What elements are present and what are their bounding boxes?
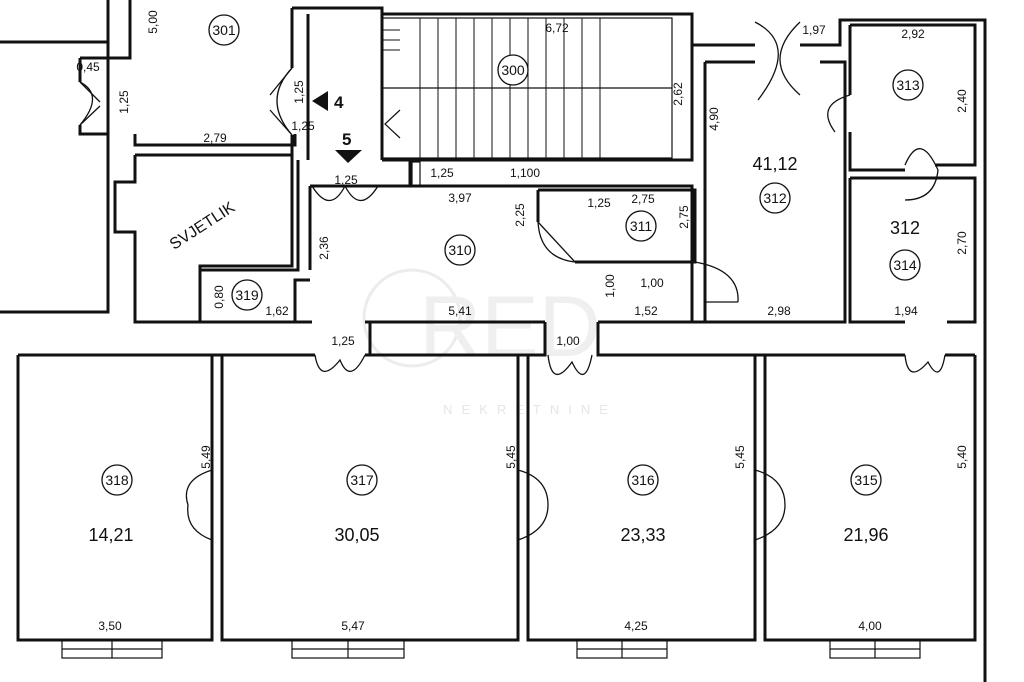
room-311: 311 <box>625 210 657 242</box>
dim-label: 2,36 <box>317 236 331 260</box>
room-314: 312 314 <box>889 218 921 281</box>
staircase <box>381 17 673 187</box>
dim-label: 4,90 <box>707 107 721 131</box>
room-313: 313 <box>892 69 924 101</box>
room-area: 21,96 <box>843 525 888 545</box>
room-number: 312 <box>763 190 787 206</box>
dim-label: 5,49 <box>199 445 213 469</box>
dim-label: 3,97 <box>448 191 472 205</box>
dim-label: 5,00 <box>146 10 160 34</box>
dim-label: 0,45 <box>76 60 100 74</box>
room-300: 300 <box>497 54 529 86</box>
dim-label: 2,92 <box>901 27 925 41</box>
room-317: 317 30,05 <box>334 464 380 545</box>
room-310: 310 <box>444 234 476 266</box>
dim-label: 1,00 <box>640 276 664 290</box>
room-area: 14,21 <box>88 525 133 545</box>
room-number: 310 <box>448 242 472 258</box>
dim-label: 5,47 <box>341 619 365 633</box>
room-number: 319 <box>235 287 259 303</box>
dim-label: 4,00 <box>858 619 882 633</box>
dim-label: 2,40 <box>955 89 969 113</box>
dim-label: 1,25 <box>587 196 611 210</box>
dim-label: 1,25 <box>430 166 454 180</box>
doors <box>79 21 946 541</box>
walls <box>0 0 987 682</box>
dim-label: 1,52 <box>634 304 658 318</box>
dim-label: 2,62 <box>671 82 685 106</box>
room-numbers: 301 300 313 312 41,12 311 310 312 314 31… <box>88 14 924 545</box>
dim-label: 1,94 <box>894 304 918 318</box>
dim-label: 1,97 <box>802 23 826 37</box>
dim-label: 1,100 <box>510 166 540 180</box>
room-312: 312 41,12 <box>752 154 798 214</box>
room-318: 318 14,21 <box>88 464 134 545</box>
room-301: 301 <box>208 14 240 46</box>
room-316: 316 23,33 <box>620 464 666 545</box>
marker-4-label: 4 <box>334 93 344 112</box>
watermark-tagline: NEKRETNINE <box>443 402 617 417</box>
marker-5-label: 5 <box>342 130 351 149</box>
room-label: 312 <box>890 218 920 238</box>
dim-label: 1,00 <box>556 334 580 348</box>
windows <box>61 639 921 659</box>
dim-label: 2,75 <box>677 205 691 229</box>
dim-label: 2,70 <box>955 231 969 255</box>
dim-label: 1,25 <box>291 119 315 133</box>
room-number: 318 <box>105 472 129 488</box>
dim-label: 1,00 <box>603 274 617 298</box>
room-319: 319 <box>231 279 263 311</box>
room-number: 316 <box>631 472 655 488</box>
dim-label: 5,45 <box>733 445 747 469</box>
marker-4-arrow <box>312 91 328 111</box>
room-315: 315 21,96 <box>843 464 889 545</box>
dim-label: 1,25 <box>331 334 355 348</box>
room-number: 314 <box>893 257 917 273</box>
dim-label: 5,45 <box>504 445 518 469</box>
room-area: 30,05 <box>334 525 379 545</box>
room-number: 300 <box>501 62 525 78</box>
watermark-logo: RED <box>419 279 601 375</box>
dim-label: 3,50 <box>98 619 122 633</box>
room-area: 23,33 <box>620 525 665 545</box>
watermark: RED NEKRETNINE <box>362 268 617 417</box>
dim-label: 2,75 <box>631 192 655 206</box>
dim-label: 2,25 <box>513 203 527 227</box>
marker-5-arrow <box>335 150 362 163</box>
room-number: 317 <box>350 472 374 488</box>
dim-label: 1,62 <box>265 304 289 318</box>
dim-label: 4,25 <box>624 619 648 633</box>
level-markers: 4 5 <box>312 91 362 163</box>
room-number: 313 <box>896 77 920 93</box>
dimension-labels: 5,00 0,45 1,25 1,25 1,25 2,79 6,72 2,62 … <box>76 10 969 633</box>
dim-label: 5,40 <box>955 445 969 469</box>
dim-label: 5,41 <box>448 304 472 318</box>
room-number: 315 <box>854 472 878 488</box>
svjetlik-label: SVJETLIK <box>167 199 238 254</box>
dim-label: 2,79 <box>203 131 227 145</box>
room-number: 311 <box>630 218 653 234</box>
dim-label: 1,25 <box>292 80 306 104</box>
room-number: 301 <box>212 22 236 38</box>
dim-label: 6,72 <box>545 21 569 35</box>
dim-label: 2,98 <box>767 304 791 318</box>
dim-label: 0,80 <box>212 285 226 309</box>
room-area: 41,12 <box>752 154 797 174</box>
dim-label: 1,25 <box>334 173 358 187</box>
dim-label: 1,25 <box>117 90 131 114</box>
